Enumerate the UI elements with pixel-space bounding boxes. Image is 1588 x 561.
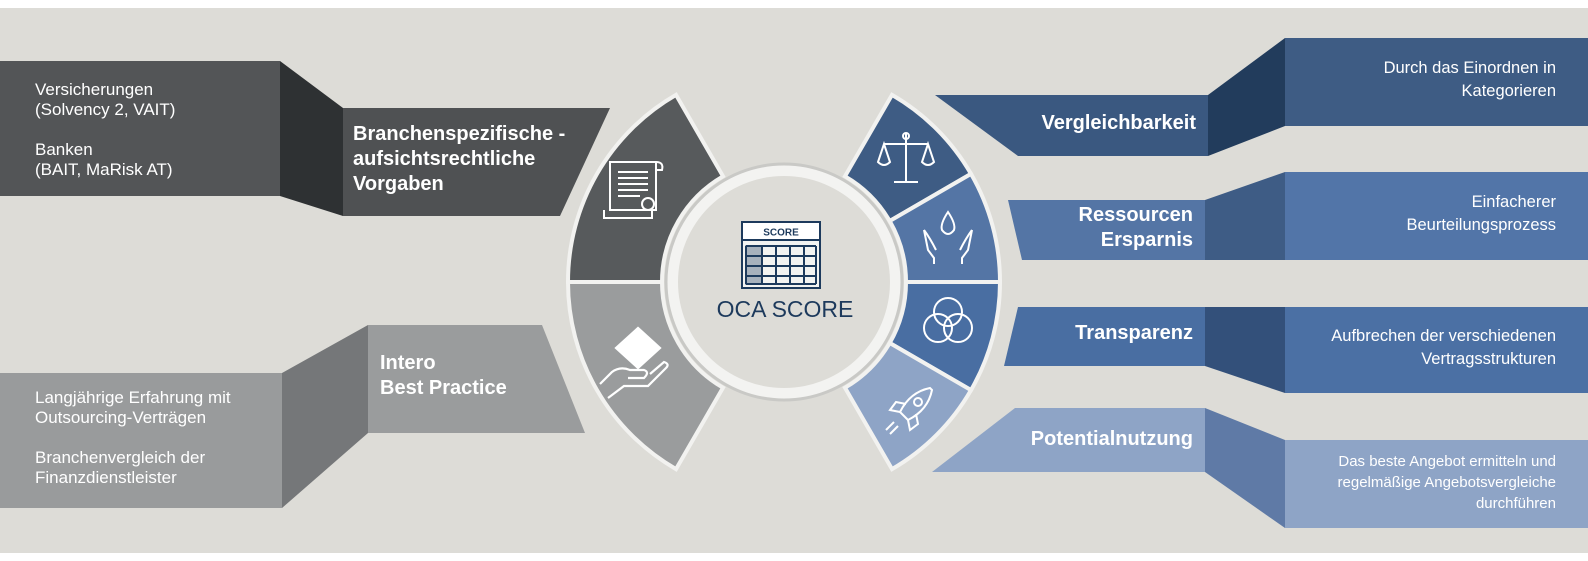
right-1-description: Durch das Einordnen in Kategorieren [1383,59,1556,100]
left-top-description: Versicherungen (Solvency 2, VAIT) Banken… [35,80,176,179]
right-row-1 [935,38,1588,156]
right-row-2-description-box [1285,172,1588,260]
right-row-4-title-box [932,408,1205,472]
right-4-description: Das beste Angebot ermitteln und regelmäß… [1337,453,1556,512]
ring [565,92,1003,472]
left-top-description-box [0,61,280,196]
right-4-title: Potentialnutzung [1030,428,1193,450]
right-row-3-title-box [1004,307,1205,366]
document-scroll-icon [603,161,664,219]
right-row-1-description-box [1285,38,1588,126]
right-row-2-connector [1205,172,1285,260]
right-row-3-description-box [1285,307,1588,393]
right-row-3-connector [1205,307,1285,393]
center-label: OCA SCORE [716,296,854,322]
right-row-4-description-box [1285,440,1588,528]
right-row-2 [1008,172,1588,260]
right-row-1-title-box [935,95,1208,156]
score-icon-label: SCORE [763,228,799,239]
right-2-title: Ressourcen Ersparnis [1078,204,1194,251]
left-bottom-title-box [368,325,585,433]
right-row-1-connector [1208,38,1285,156]
left-bottom-description-box [0,373,282,508]
right-row-4-connector [1205,408,1285,528]
left-bottom-title: Intero Best Practice [380,352,507,399]
right-3-title: Transparenz [1075,322,1193,344]
right-row-2-title-box [1008,200,1205,260]
left-top-row [0,61,610,216]
left-bottom-description: Langjährige Erfahrung mit Outsourcing-Ve… [35,388,231,487]
left-top-title: Branchenspezifische - aufsichtsrechtlich… [353,123,566,195]
overlapping-circles-icon [923,297,973,343]
ring-segment-right-4 [842,340,974,472]
right-2-description: Einfacherer Beurteilungsprozess [1406,193,1557,234]
right-3-description: Aufbrechen der verschiedenen Vertragsstr… [1331,327,1556,368]
right-row-3 [1004,307,1588,393]
left-bottom-row [0,325,585,508]
score-table-icon: SCORE [741,221,821,289]
hand-diamond-icon [599,326,669,399]
left-top-title-box [343,108,610,216]
hands-water-drop-icon [923,210,973,264]
right-row-4 [932,408,1588,528]
scales-icon [876,132,936,183]
left-bottom-connector [282,325,368,508]
ring-segment-left-top [565,92,726,284]
rocket-icon [885,386,934,435]
right-1-title: Vergleichbarkeit [1041,112,1196,134]
left-top-connector [280,61,343,216]
